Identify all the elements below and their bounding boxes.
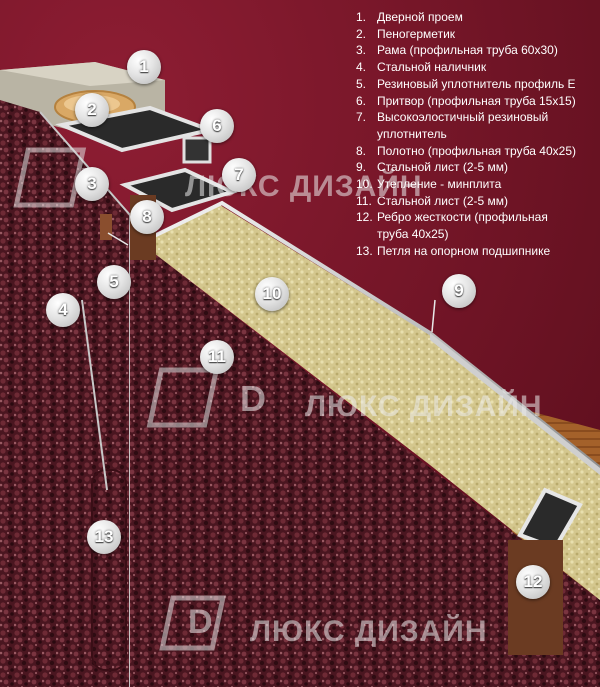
legend-item: 6.Притвор (профильная труба 15х15): [356, 93, 576, 108]
callout-6: 6: [200, 109, 234, 143]
callout-1: 1: [127, 50, 161, 84]
callout-8: 8: [130, 200, 164, 234]
callout-13: 13: [87, 520, 121, 554]
legend-item: 12.Ребро жесткости (профильная: [356, 210, 548, 225]
legend-item: 4.Стальной наличник: [356, 60, 487, 75]
callout-11: 11: [200, 340, 234, 374]
legend-item: труба 40х25): [377, 227, 449, 242]
legend: 1.Дверной проем 2.Пеногерметик 3.Рама (п…: [356, 9, 596, 260]
door-leaf-sheet: [130, 220, 600, 687]
legend-item: 3.Рама (профильная труба 60х30): [356, 43, 558, 58]
rebate-tube: [182, 136, 212, 164]
callout-5: 5: [97, 265, 131, 299]
watermark-logo-letter: D: [240, 378, 267, 419]
callout-4: 4: [46, 293, 80, 327]
legend-item: 9.Стальной лист (2-5 мм): [356, 160, 508, 175]
rubber-seal-e: [100, 214, 112, 240]
legend-item: 8.Полотно (профильная труба 40х25): [356, 143, 576, 158]
watermark-logo-letter: D: [188, 603, 214, 641]
callout-2: 2: [75, 93, 109, 127]
legend-item: уплотнитель: [377, 126, 447, 141]
legend-item: 11.Стальной лист (2-5 мм): [356, 193, 508, 208]
watermark-text: ЛЮКС ДИЗАЙН: [305, 390, 543, 423]
legend-item: 1.Дверной проем: [356, 10, 463, 24]
callout-9: 9: [442, 274, 476, 308]
legend-item: 5.Резиновый уплотнитель профиль Е: [356, 76, 576, 91]
legend-item: 13.Петля на опорном подшипнике: [356, 243, 551, 258]
callout-12: 12: [516, 565, 550, 599]
callout-7: 7: [222, 158, 256, 192]
watermark-text: ЛЮКС ДИЗАЙН: [250, 615, 488, 648]
legend-item: 10.Утепление - минплита: [356, 177, 502, 192]
leaf-profile-tube: [119, 167, 238, 213]
legend-item: 7.Высокоэлостичный резиновый: [356, 110, 549, 125]
callout-3: 3: [75, 167, 109, 201]
legend-item: 2.Пеногерметик: [356, 26, 456, 41]
hinge: [91, 469, 127, 671]
callout-10: 10: [255, 277, 289, 311]
